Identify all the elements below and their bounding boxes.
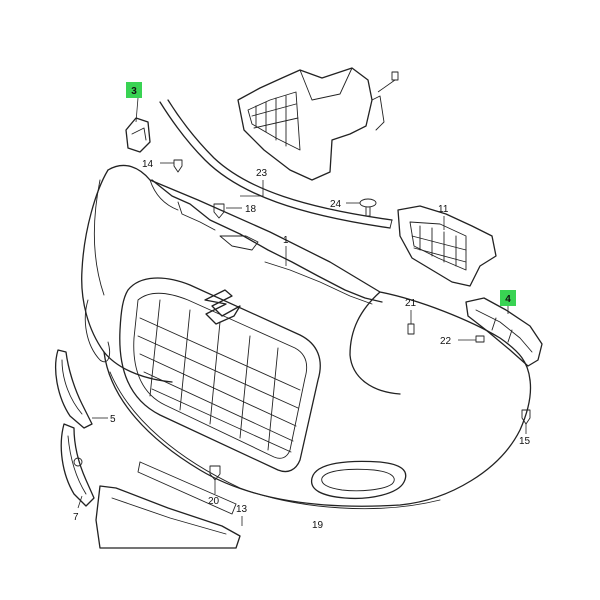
- air-duct-right: [397, 205, 497, 287]
- side-cover-left: [55, 349, 93, 429]
- callout-14: 14: [142, 159, 154, 170]
- fog-lamp-bezel-right: [310, 460, 407, 500]
- highlight-box-3: [126, 82, 142, 98]
- upper-molding-strip: [159, 99, 393, 229]
- callout-15: 15: [519, 436, 531, 447]
- callout-13: 13: [236, 504, 248, 515]
- callout-20: 20: [208, 496, 220, 507]
- callout-1: 1: [283, 235, 289, 246]
- callout-22: 22: [440, 336, 452, 347]
- callout-23: 23: [256, 168, 268, 179]
- callout-21: 21: [405, 298, 417, 309]
- side-cover-lower-left: [60, 423, 95, 507]
- callout-19: 19: [312, 520, 324, 531]
- highlight-box-4: [500, 290, 516, 306]
- air-duct-upper: [237, 67, 399, 181]
- callout-3: 3: [131, 86, 137, 97]
- bumper-cover: [81, 164, 532, 510]
- bracket-right-side: [465, 297, 543, 367]
- callout-24: 24: [330, 199, 342, 210]
- callout-5: 5: [110, 414, 116, 425]
- callout-7: 7: [73, 512, 79, 523]
- fasteners: [173, 159, 531, 481]
- license-plate-holder: [95, 461, 241, 549]
- front-grille: [119, 277, 321, 473]
- callout-4: 4: [505, 294, 511, 305]
- upper-reinforcement: [151, 179, 383, 305]
- callout-18: 18: [245, 204, 257, 215]
- bracket-left-upper: [125, 117, 151, 153]
- callout-11: 11: [438, 204, 449, 215]
- leader-lines: [77, 97, 527, 526]
